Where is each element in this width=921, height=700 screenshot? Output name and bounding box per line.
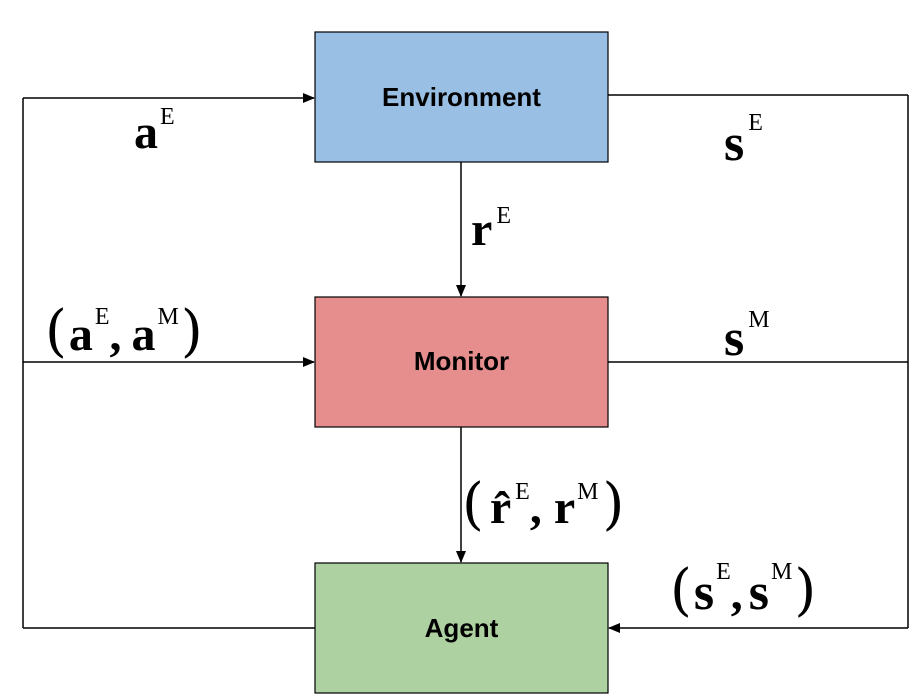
joint-state-sup1: E: [716, 559, 731, 585]
joint-state-close: ): [794, 558, 816, 623]
joint-reward-sup2: M: [577, 479, 598, 505]
joint-action-sym2: a: [132, 308, 156, 361]
reward-env-symbol: r: [471, 203, 492, 256]
joint-reward-sym1: r̂: [490, 481, 511, 534]
joint-reward-sup1: E: [515, 479, 530, 505]
monitor-node: Monitor: [314, 296, 609, 428]
joint-action-close: ): [181, 299, 203, 364]
action-env-symbol: a: [134, 106, 158, 159]
environment-box: [314, 31, 609, 163]
joint-state-sep: ,: [731, 567, 743, 620]
joint-state-sup2: M: [771, 559, 792, 585]
monitor-box: [314, 296, 609, 428]
agent-box: [314, 562, 609, 694]
environment-label: Environment: [382, 82, 541, 112]
state-mon-symbol: s: [724, 310, 744, 367]
agent-node: Agent: [314, 562, 609, 694]
monitor-label: Monitor: [414, 346, 509, 376]
label-joint-state: (sE,sM): [670, 558, 816, 623]
joint-state-sym2: s: [749, 564, 769, 621]
joint-action-sym1: a: [69, 308, 93, 361]
joint-reward-close: ): [603, 472, 625, 537]
state-connectors: [608, 94, 909, 633]
joint-state-open: (: [670, 558, 692, 623]
joint-action-sup1: E: [95, 304, 110, 330]
label-joint-action: (aE,aM): [45, 299, 203, 364]
joint-state-sym1: s: [694, 564, 714, 621]
joint-action-open: (: [45, 299, 67, 364]
joint-action-sep: ,: [110, 308, 122, 361]
joint-reward-sym2: r: [554, 481, 575, 534]
agent-label: Agent: [425, 613, 499, 643]
environment-node: Environment: [314, 31, 609, 163]
action-connectors: [22, 93, 315, 629]
state-mon-sup: M: [748, 307, 769, 333]
joint-reward-open: (: [462, 472, 484, 537]
reward-env-sup: E: [496, 203, 511, 229]
label-action-env: aE: [134, 104, 175, 159]
joint-action-sup2: M: [158, 304, 179, 330]
label-joint-reward: (r̂E,rM): [462, 472, 624, 537]
action-env-sup: E: [160, 104, 175, 130]
joint-reward-sep: ,: [530, 481, 542, 534]
state-env-sup: E: [748, 110, 763, 136]
state-env-symbol: s: [724, 115, 744, 172]
